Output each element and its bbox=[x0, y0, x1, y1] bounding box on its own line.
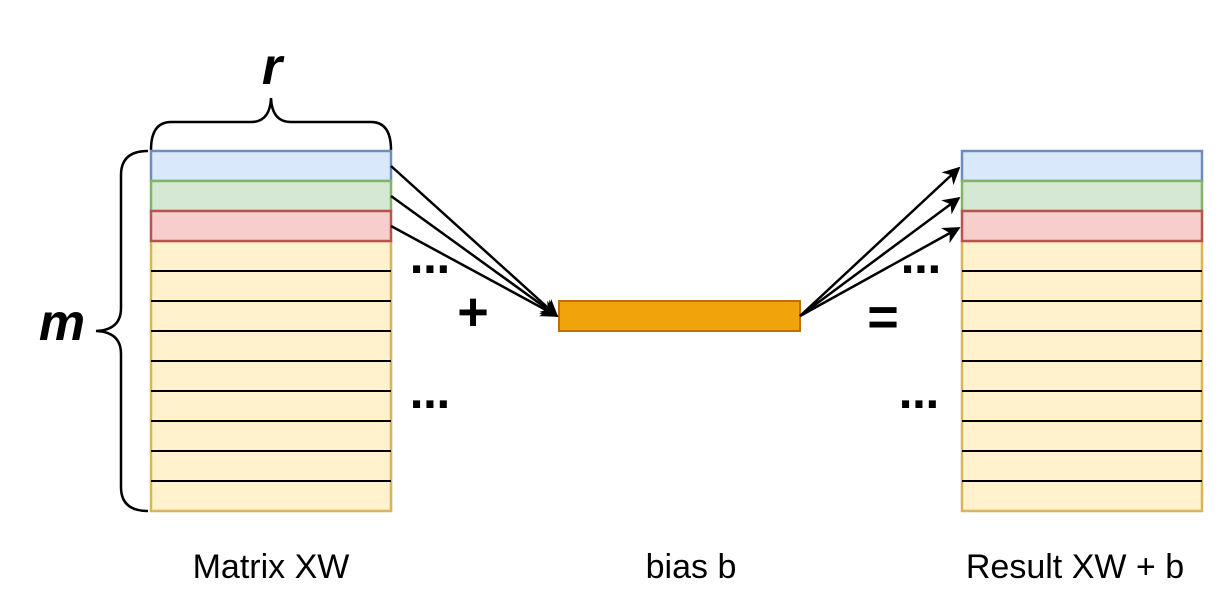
result-caption: Result XW + b bbox=[966, 548, 1184, 586]
arrow-row3-to-bias bbox=[390, 224, 559, 318]
ellipsis-right-lower: ⋯ bbox=[899, 382, 939, 428]
arrow-bias-to-row2 bbox=[799, 196, 961, 318]
matrix-row-green bbox=[149, 179, 393, 213]
matrix-row-red bbox=[149, 209, 393, 243]
ellipsis-left-lower: ⋯ bbox=[410, 382, 450, 428]
height-symbol: m bbox=[39, 294, 85, 352]
bias-vector bbox=[558, 300, 801, 332]
arrow-row1-to-bias bbox=[390, 165, 559, 318]
bias-caption: bias b bbox=[646, 548, 737, 586]
result-matrix bbox=[960, 149, 1204, 513]
ellipsis-left-upper: ⋯ bbox=[410, 247, 450, 293]
width-brace bbox=[149, 97, 393, 151]
result-row-green bbox=[960, 179, 1204, 213]
height-brace bbox=[95, 149, 149, 513]
arrow-bias-to-row1 bbox=[799, 166, 961, 317]
matrix-row-blue bbox=[149, 149, 393, 183]
result-row-red bbox=[960, 209, 1204, 243]
matrix-xw bbox=[149, 149, 393, 513]
equals-operator: = bbox=[867, 287, 899, 347]
result-row-blue bbox=[960, 149, 1204, 183]
result-body bbox=[960, 239, 1204, 513]
ellipsis-right-upper: ⋯ bbox=[901, 247, 941, 293]
matrix-body bbox=[149, 239, 393, 513]
plus-operator: + bbox=[457, 282, 489, 342]
arrow-row2-to-bias bbox=[390, 194, 559, 318]
width-symbol: r bbox=[262, 38, 285, 96]
matrix-caption: Matrix XW bbox=[193, 548, 350, 586]
arrow-bias-to-row3 bbox=[799, 226, 961, 318]
